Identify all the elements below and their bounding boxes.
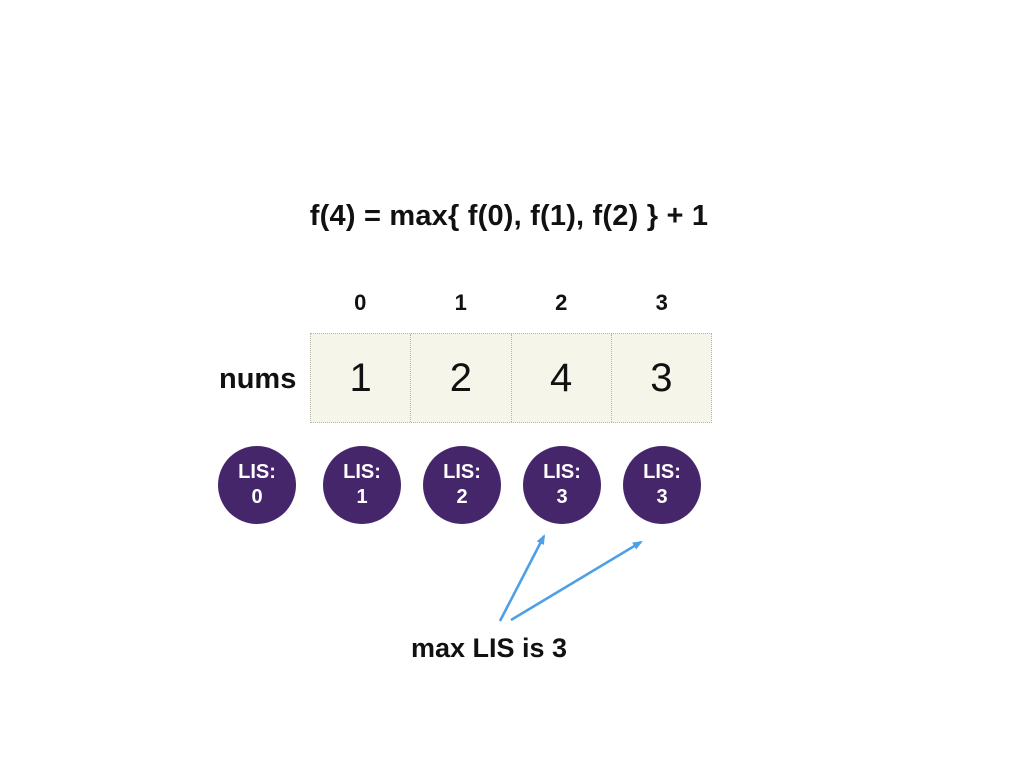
array-cell-3: 3	[650, 355, 673, 400]
lis-circle-value: 3	[556, 486, 568, 508]
lis-circle-value: 2	[456, 486, 468, 508]
nums-array-box: 1 2 4 3	[310, 333, 712, 423]
array-index-row: 0 1 2 3	[310, 290, 712, 316]
dp-formula-title: f(4) = max{ f(0), f(1), f(2) } + 1	[309, 200, 709, 232]
arrow-to-circle-3	[498, 534, 546, 622]
lis-circle-prefix: LIS:	[643, 461, 681, 483]
lis-circle-prefix: LIS:	[238, 461, 276, 483]
lis-circle-value: 1	[356, 486, 368, 508]
lis-circle-prefix: LIS:	[543, 461, 581, 483]
lis-circle-1: LIS: 1	[323, 446, 401, 524]
lis-circle-prefix: LIS:	[343, 461, 381, 483]
array-cell-1: 2	[411, 334, 512, 422]
lis-circle-value: 3	[656, 486, 668, 508]
lis-circle-4: LIS: 3	[623, 446, 701, 524]
index-label-3: 3	[655, 290, 668, 315]
lis-circle-value: 0	[251, 486, 263, 508]
array-cell-0: 1	[311, 334, 412, 422]
lis-circle-prefix: LIS:	[443, 461, 481, 483]
array-name-label: nums	[219, 363, 297, 395]
index-label-1: 1	[454, 290, 467, 315]
lis-circle-0: LIS: 0	[218, 446, 296, 524]
lis-circle-2: LIS: 2	[423, 446, 501, 524]
array-cell-2: 4	[512, 334, 612, 422]
index-label-2: 2	[555, 290, 568, 315]
arrow-to-circle-4	[510, 540, 643, 622]
max-lis-caption: max LIS is 3	[410, 633, 568, 663]
lis-circle-3: LIS: 3	[523, 446, 601, 524]
index-label-0: 0	[354, 290, 367, 315]
